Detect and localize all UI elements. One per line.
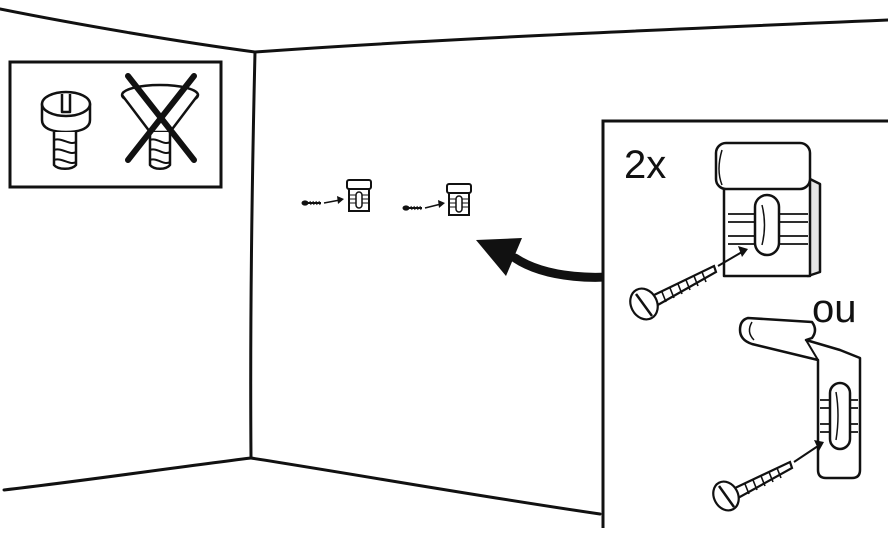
screw-b-icon xyxy=(712,460,794,512)
wall-screw-left xyxy=(300,199,322,207)
screw-b-arrow xyxy=(793,440,824,463)
wall-corner-edge xyxy=(249,50,257,460)
wall-bracket-left xyxy=(346,179,372,212)
flat-head-screw-icon xyxy=(40,90,92,170)
wall-bracket-right xyxy=(446,183,472,216)
alternative-label: ou xyxy=(812,287,857,331)
wall-screw-right xyxy=(401,204,423,212)
wall-mounted-brackets xyxy=(300,179,472,216)
hook-bracket-icon xyxy=(738,316,862,480)
wall-arrow-right-head xyxy=(438,200,445,208)
left-floor-edge xyxy=(2,456,253,492)
bracket-detail-panel: 2x ou xyxy=(601,119,888,533)
cross-out-icon xyxy=(125,73,197,163)
wall-arrow-left-head xyxy=(337,196,344,204)
slotted-clip-bracket-icon xyxy=(714,141,822,278)
left-wall-top-edge xyxy=(0,7,257,54)
screw-a-arrow xyxy=(717,246,748,267)
quantity-label: 2x xyxy=(624,143,666,187)
room-walls xyxy=(0,7,888,516)
wall-arrow-left xyxy=(323,199,341,204)
right-floor-edge xyxy=(249,456,602,516)
ceiling-edge xyxy=(253,18,888,54)
screw-a-icon xyxy=(629,264,718,321)
wall-arrow-right xyxy=(424,203,442,209)
screw-type-panel xyxy=(8,60,223,189)
